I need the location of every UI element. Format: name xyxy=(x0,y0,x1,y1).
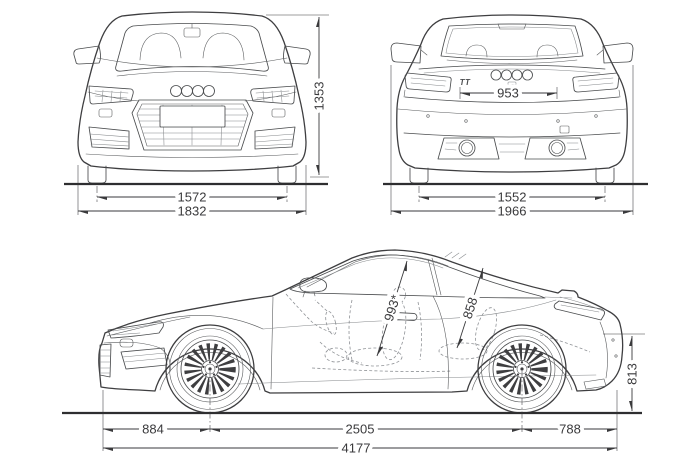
rear-right-mirror xyxy=(602,42,634,64)
front-headlights xyxy=(88,85,296,105)
dimension-label-mirror-width: 1966 xyxy=(498,204,527,219)
rearview-mirror xyxy=(183,27,201,38)
rear-rings-logo xyxy=(490,69,533,81)
dimension-rear-headroom xyxy=(456,267,484,349)
side-windows xyxy=(289,254,546,299)
parking-sensors xyxy=(426,114,598,134)
dimension-label-rear-track: 1552 xyxy=(498,190,527,205)
rear-taillights xyxy=(404,72,620,93)
front-right-mirror xyxy=(283,45,311,65)
front-rings-logo xyxy=(170,85,215,97)
door-seams xyxy=(270,295,449,390)
dimension-label-rear-deck-height: 813 xyxy=(625,363,640,385)
dimension-label-front-track: 1572 xyxy=(178,190,207,205)
dimension-label-rear-headroom: 858 xyxy=(460,295,481,320)
rear-view: TT 953 xyxy=(383,14,648,223)
front-dimensions: 1572 1832 1353 xyxy=(77,14,331,223)
side-mirror xyxy=(299,277,327,293)
model-badge: TT xyxy=(460,78,471,87)
dimension-label-front-headroom: 993* xyxy=(381,293,403,323)
front-left-mirror xyxy=(73,45,101,65)
length-dimensions: 884 2505 788 4177 xyxy=(102,371,618,460)
side-rear-details xyxy=(544,296,618,390)
windshield xyxy=(115,23,269,72)
dimension-label-rear-overhang: 788 xyxy=(559,422,581,437)
side-front-details xyxy=(99,299,597,385)
front-bumper-intakes xyxy=(85,108,299,158)
dimension-label-front-width: 1832 xyxy=(178,204,207,219)
side-view: 993* 858 813 884 2505 788 4177 xyxy=(62,249,645,460)
front-view: 1572 1832 1353 xyxy=(64,11,331,223)
rear-body-outline xyxy=(396,14,628,173)
rear-window xyxy=(440,23,584,60)
rear-diffuser xyxy=(403,132,621,160)
dimension-label-height: 1353 xyxy=(312,82,327,111)
dimension-front-headroom xyxy=(376,260,408,357)
dimension-label-overall-length: 4177 xyxy=(342,441,371,456)
dimension-label-trunk-width: 953 xyxy=(497,86,519,101)
dimension-label-front-overhang: 884 xyxy=(142,422,164,437)
front-body-outline xyxy=(77,11,307,172)
dimension-label-wheelbase: 2505 xyxy=(346,422,375,437)
rear-dimensions: 953 1552 1966 xyxy=(390,65,634,223)
side-body-outline xyxy=(98,249,624,394)
headroom-dimensions: 993* 858 xyxy=(376,260,485,357)
rear-height-dimension: 813 xyxy=(603,333,645,411)
interior-dashed-details xyxy=(285,286,591,372)
front-grille xyxy=(131,99,254,151)
rear-left-mirror xyxy=(390,42,422,64)
license-plate-blank xyxy=(159,105,226,128)
